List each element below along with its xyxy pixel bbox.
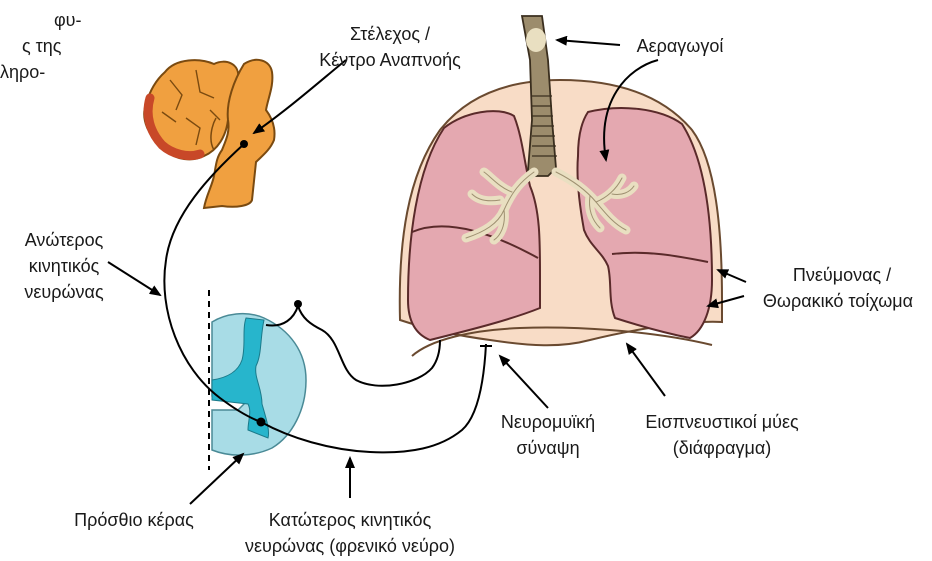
label-upper-motor-neuron-line1: Ανώτερος xyxy=(25,230,104,250)
label-lower-motor-neuron-line1: Κατώτερος κινητικός xyxy=(269,510,432,530)
label-upper-motor-neuron-line2: κινητικός xyxy=(29,256,100,276)
label-upper-motor-neuron-line3: νευρώνας xyxy=(24,282,104,302)
arrow-diaphragm xyxy=(627,344,665,396)
brainstem-illustration xyxy=(144,60,274,208)
label-anterior-horn: Πρόσθιο κέρας xyxy=(74,510,194,530)
fragment-line-2: ς της xyxy=(22,36,62,56)
label-nmj-line1: Νευρομυϊκή xyxy=(501,412,595,432)
label-brainstem-line1: Στέλεχος / xyxy=(350,24,430,44)
arrow-anterior-horn xyxy=(190,454,243,504)
fragment-line-3: ληρο- xyxy=(0,62,45,82)
arrow-upper-motor-neuron xyxy=(108,262,160,295)
label-lung-line2: Θωρακικό τοίχωμα xyxy=(763,291,913,311)
arrow-neuromuscular-junction xyxy=(500,356,548,408)
arrow-airways-trachea xyxy=(557,40,620,45)
label-nmj-line2: σύναψη xyxy=(516,438,579,458)
label-lower-motor-neuron-line2: νευρώνας (φρενικό νεύρο) xyxy=(245,536,455,556)
label-airways: Αεραγωγοί xyxy=(637,36,724,56)
label-diaphragm-line1: Εισπνευστικοί μύες xyxy=(645,412,799,432)
label-lung-line1: Πνεύμονας / xyxy=(793,265,891,285)
fragment-line-1: φυ- xyxy=(54,10,82,30)
cropped-text-fragment: φυ- ς της ληρο- xyxy=(0,10,82,82)
label-brainstem-line2: Κέντρο Αναπνοής xyxy=(319,50,461,70)
left-lung xyxy=(408,111,540,340)
label-diaphragm-line2: (διάφραγμα) xyxy=(673,438,772,458)
